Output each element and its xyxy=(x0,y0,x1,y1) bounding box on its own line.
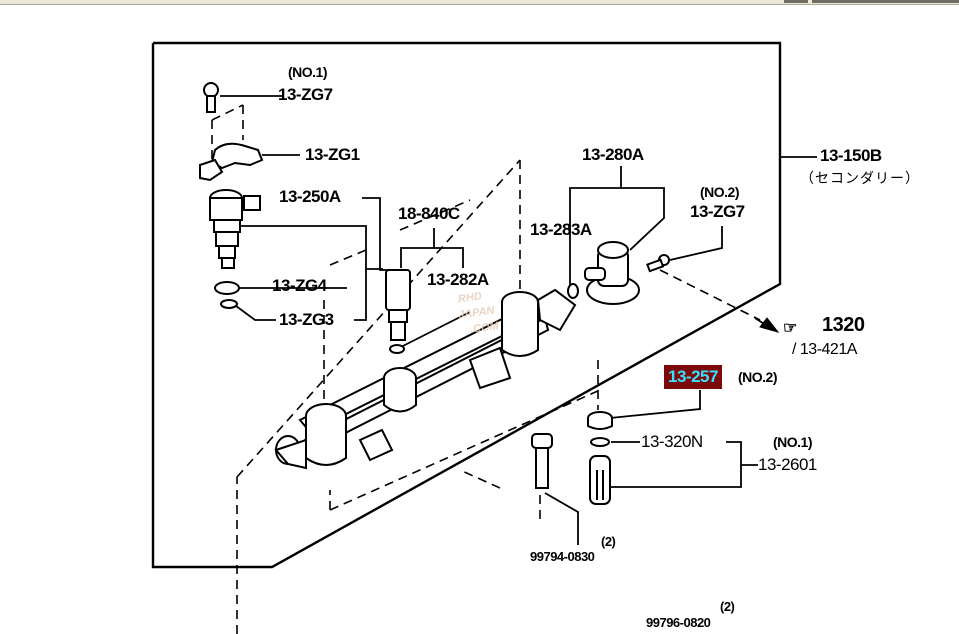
leader-bolt1 xyxy=(544,492,579,545)
ring-257 xyxy=(587,411,613,430)
part-drawings xyxy=(199,82,670,505)
leader-840c-left xyxy=(400,228,435,268)
assembly-frame xyxy=(151,41,782,569)
bolt-zg7-no2 xyxy=(646,254,670,273)
injector-250a xyxy=(209,189,261,309)
filter-2601 xyxy=(589,455,611,505)
label-zg7-no2[interactable]: 13-ZG7 xyxy=(690,202,745,221)
label-bolt1[interactable]: 99794-0830 xyxy=(530,549,595,564)
frame-outline xyxy=(151,41,782,569)
leader-250a-inner xyxy=(230,225,383,270)
dash-bolt-diag xyxy=(211,104,244,121)
leader-zg7-no2 xyxy=(669,226,723,261)
ref-arrow xyxy=(754,317,780,333)
window-top-bar xyxy=(0,0,959,5)
label-320n[interactable]: 13-320N xyxy=(641,432,703,451)
label-150b[interactable]: 13-150B xyxy=(820,146,882,165)
label-2601-qty: (NO.1) xyxy=(773,434,813,450)
label-bolt2[interactable]: 99796-0820 xyxy=(646,615,711,630)
leader-280a-left xyxy=(569,166,622,285)
dash-lower-diagonal xyxy=(329,389,601,511)
label-282a[interactable]: 13-282A xyxy=(427,270,489,289)
label-2601[interactable]: 13-2601 xyxy=(758,455,817,474)
regulator-280a xyxy=(567,241,640,305)
leader-840c-right xyxy=(434,247,464,268)
label-zg7-no1-qty: (NO.1) xyxy=(288,64,328,80)
label-283a[interactable]: 13-283A xyxy=(530,220,592,239)
label-257-highlighted[interactable]: 13-257 xyxy=(664,365,722,389)
label-250a[interactable]: 13-250A xyxy=(279,187,341,206)
dash-ref-line xyxy=(659,269,761,321)
label-zg3[interactable]: 13-ZG3 xyxy=(279,310,334,329)
scrollbar-thumb[interactable] xyxy=(812,0,959,3)
label-840c[interactable]: 18-840C xyxy=(398,204,460,223)
fuel-rail xyxy=(274,288,577,470)
oring-320n xyxy=(590,437,610,447)
label-280a[interactable]: 13-280A xyxy=(582,145,644,164)
label-150b-note: （セコンダリー） xyxy=(800,171,920,187)
dash-zg-diag xyxy=(329,249,367,266)
pointing-hand-icon: ☞ xyxy=(783,320,797,337)
label-zg7-no2-qty: (NO.2) xyxy=(700,184,740,200)
label-ref-sub[interactable]: / 13-421A xyxy=(792,341,857,358)
label-bolt2-qty: (2) xyxy=(720,599,735,614)
leader-lines xyxy=(220,95,817,545)
dash-left-diagonal xyxy=(236,159,521,478)
label-zg7-no1[interactable]: 13-ZG7 xyxy=(278,85,333,104)
leader-282a xyxy=(394,311,471,351)
dash-zg-diag2 xyxy=(399,199,471,231)
label-zg1[interactable]: 13-ZG1 xyxy=(305,145,360,164)
sensor-840c xyxy=(385,269,411,354)
leader-257 xyxy=(609,390,701,419)
scrollbar-segment xyxy=(784,0,808,3)
bolt-zg7-no1 xyxy=(203,82,219,113)
leader-280a-right xyxy=(621,187,665,251)
bolt-99794 xyxy=(531,433,553,489)
leader-zg4-bracket xyxy=(354,269,367,321)
label-zg4[interactable]: 13-ZG4 xyxy=(272,276,327,295)
label-ref-page[interactable]: 1320 xyxy=(822,314,865,336)
dash-bolt2-diag xyxy=(459,469,501,489)
label-257-qty: (NO.2) xyxy=(738,369,778,385)
label-bolt1-qty: (2) xyxy=(601,534,616,549)
leader-zg3 xyxy=(231,302,276,321)
clamp-zg1 xyxy=(199,142,264,182)
